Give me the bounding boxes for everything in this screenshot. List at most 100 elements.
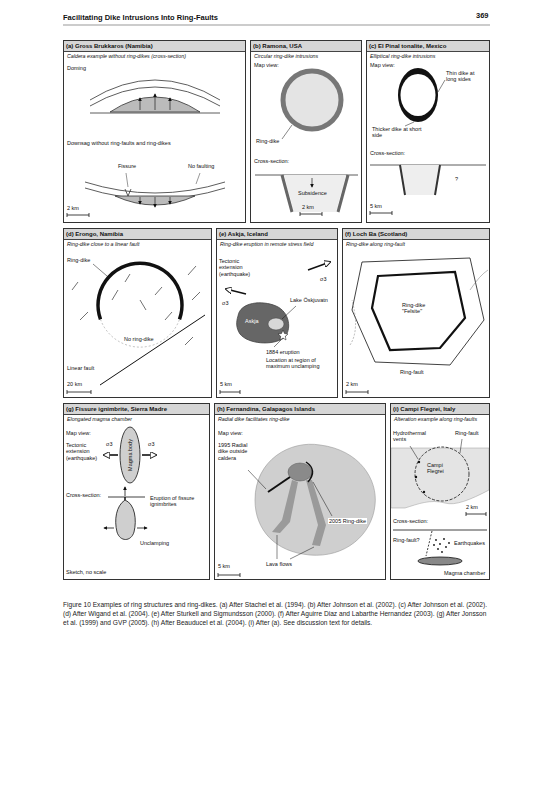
figure-label: 2 km [346, 381, 358, 387]
elliptical-ring-dike [401, 74, 436, 116]
elliptical-ring-dike [398, 68, 438, 122]
scale-bar [346, 392, 368, 393]
scale-bar [67, 390, 91, 394]
figure-label: Earthquakes [454, 540, 485, 546]
doming-section [90, 113, 220, 114]
running-title: Facilitating Dike Intrusions Into Ring-F… [63, 13, 218, 22]
scale-bar [466, 512, 467, 516]
elongated-chamber-map [142, 454, 156, 456]
scale-bar [218, 573, 240, 577]
campi-flegrei-section [441, 551, 443, 553]
figure-label: 5 km [220, 381, 232, 387]
campi-flegrei-section [445, 546, 447, 548]
fernandina-map [306, 462, 313, 482]
downsag-section [170, 197, 171, 204]
figure-label: Thicker dike at short side [372, 126, 424, 139]
figure-label: σ3 [320, 276, 326, 282]
figure-label: Doming [67, 65, 86, 71]
scale-bar [370, 211, 392, 215]
figure-label: 5 km [218, 563, 230, 569]
elongated-chamber-map [104, 454, 118, 456]
ring-dike-map [283, 71, 341, 129]
campi-flegrei-map [460, 439, 462, 453]
ignimbrite-section [124, 497, 126, 500]
campi-flegrei-map [410, 446, 418, 459]
figure-label: σ3 [106, 441, 112, 447]
erongo-map [100, 315, 205, 385]
scale-bar [368, 390, 369, 394]
subsidence-section [255, 175, 358, 212]
scale-bar [89, 213, 90, 217]
scale-bar [346, 390, 347, 394]
scale-bar [67, 213, 68, 217]
downsag-section [125, 189, 131, 196]
panel-subtitle: Elongated magma chamber [64, 415, 209, 423]
fernandina-map [290, 547, 314, 559]
scale-bar [300, 214, 322, 215]
campi-flegrei-map [391, 439, 489, 508]
erongo-map [192, 292, 200, 300]
doming-section [90, 80, 220, 113]
loch-ba-map [350, 300, 356, 345]
campi-flegrei-section [437, 548, 439, 550]
panel-title: (d) Erongo, Namibia [64, 229, 211, 240]
figure-label: Fissure [118, 163, 136, 169]
panel-subtitle: Radial dike facilitates ring-dike [215, 415, 385, 423]
subsidence-section [338, 175, 348, 212]
campi-flegrei-section [435, 539, 437, 541]
downsag-section [155, 197, 156, 207]
header-rule [63, 25, 490, 26]
erongo-map [140, 300, 146, 310]
figure-label: Map view: [218, 430, 243, 436]
figure-label: 2 km [302, 204, 314, 210]
figure-label: Tectonic extension (earthquake) [219, 258, 257, 277]
elongated-chamber-map [120, 427, 140, 483]
figure-label: 1884 eruption [266, 349, 300, 355]
scale-bar [220, 390, 240, 394]
campi-flegrei-section [433, 538, 450, 553]
scale-bar [67, 390, 68, 394]
scale-bar [466, 512, 486, 516]
loch-ba-map [350, 258, 488, 365]
scale-bar [486, 512, 487, 516]
figure-label: Linear fault [67, 365, 94, 371]
campi-flegrei-section [443, 538, 445, 540]
figure-label: Ring-fault? [393, 537, 420, 543]
erongo-map [185, 337, 193, 345]
elliptical-section [400, 165, 440, 195]
ignimbrite-section [104, 528, 114, 529]
askja-map [308, 262, 330, 270]
panel-subtitle: Ring-dike eruption in remote stress fiel… [217, 240, 337, 248]
downsag-section [85, 182, 225, 193]
figure-label: Ring-dike [256, 138, 279, 144]
erongo-map [98, 263, 182, 319]
erongo-map [101, 319, 180, 347]
campi-flegrei-section [439, 543, 441, 545]
figure-label: Unclamping [140, 540, 169, 546]
scale-bar [370, 211, 371, 215]
subsidence-section [312, 178, 313, 187]
figure-label: Campi Flegrei [426, 462, 458, 475]
scale-bar [466, 514, 486, 515]
erongo-map [165, 312, 172, 320]
campi-flegrei-section [393, 530, 487, 531]
figure-label: Location at region of maximum unclamping [266, 357, 332, 370]
fernandina-map [277, 535, 278, 559]
figure-label: 20 km [67, 381, 82, 387]
panel-subtitle: Ring-dike along ring-fault [343, 240, 489, 248]
scale-bar [322, 212, 323, 216]
fernandina-map [248, 444, 375, 559]
scale-bar [300, 212, 301, 216]
figure-label: Askja [245, 318, 258, 324]
figure-label: 5 km [370, 203, 382, 209]
panel-subtitle: Alteration example along ring-faults [391, 415, 489, 423]
figure-label: Map view: [66, 430, 91, 436]
ring-dike-map [282, 71, 341, 139]
panel-title: (b) Ramona, USA [251, 41, 361, 52]
figure-label: Downsag without ring-faults and ring-dik… [67, 140, 171, 146]
erongo-map [125, 274, 130, 282]
scale-bar [218, 573, 219, 577]
figure-label: Subsidence [298, 190, 327, 196]
campi-flegrei-section [448, 542, 450, 544]
